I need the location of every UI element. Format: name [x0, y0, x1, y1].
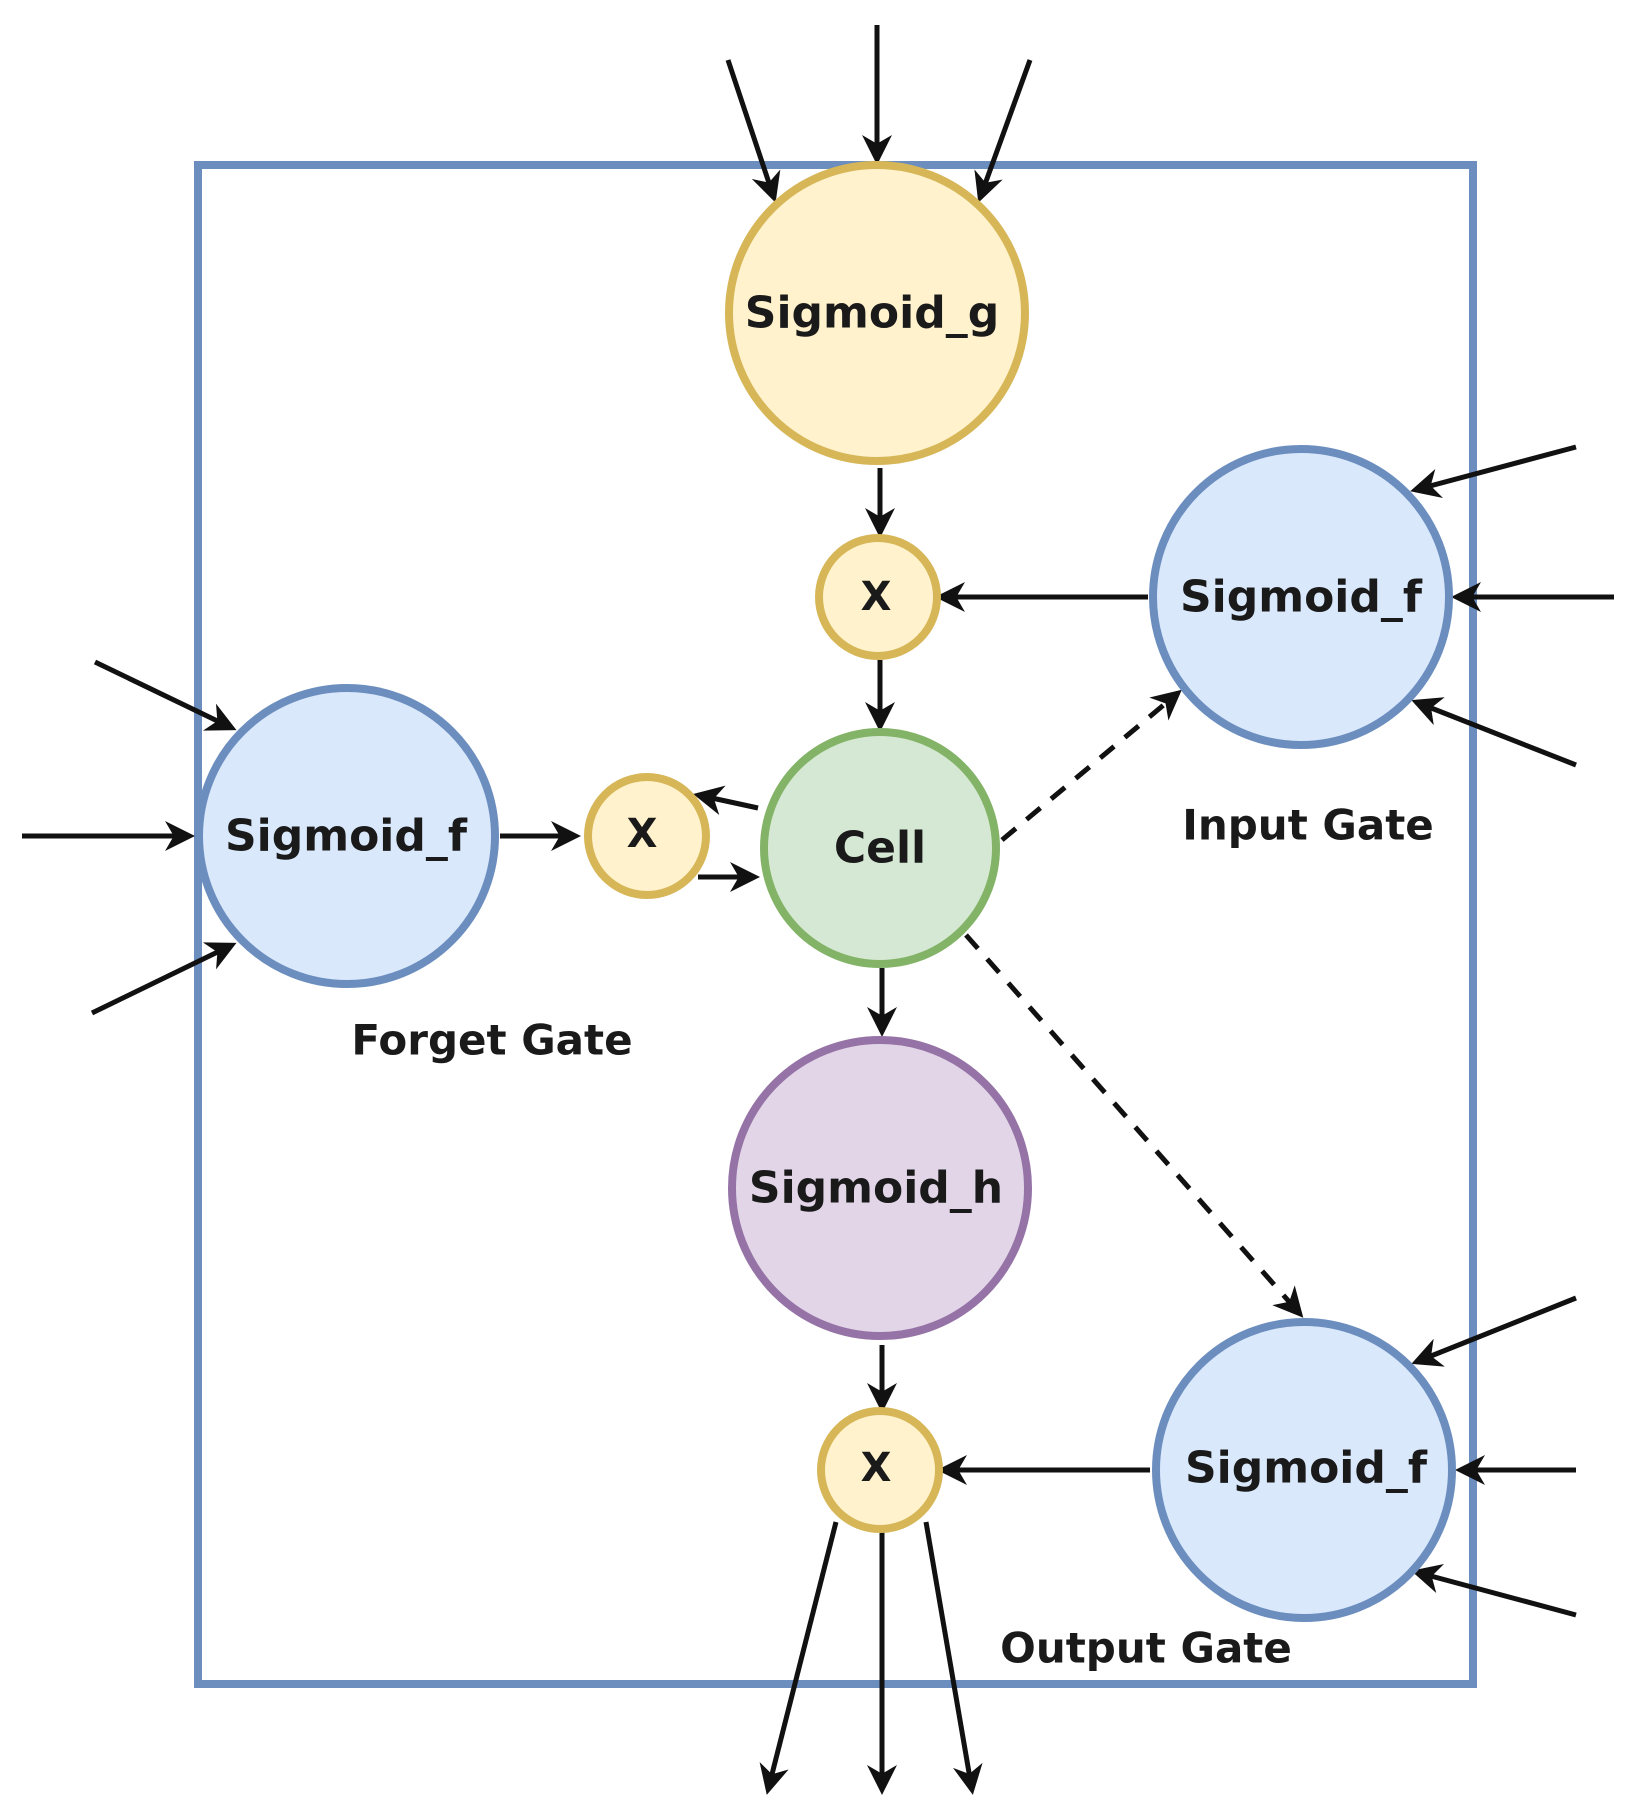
mult-bottom-label: X	[861, 1445, 892, 1491]
forget-gate-circle	[195, 684, 499, 988]
input-arrow-input-gate-bottom	[1411, 697, 1577, 768]
mult-left-label: X	[627, 811, 658, 857]
cell-to-input-gate-arrow	[1000, 689, 1182, 842]
input-arrow-output-gate-top	[1411, 1295, 1577, 1367]
output-arrow-right	[923, 1521, 983, 1795]
input-gate-sigmoid-label: Sigmoid_f	[1180, 572, 1423, 623]
mult-top-label: X	[861, 574, 892, 620]
mult-left-circle	[584, 773, 710, 899]
mult-top-circle	[815, 534, 941, 660]
output-gate-node: Sigmoid_f	[1152, 1318, 1456, 1622]
input-arrow-input-gate-top	[1410, 444, 1577, 499]
mult-bottom-node: X	[817, 1407, 943, 1533]
mult-bottom-circle	[817, 1407, 943, 1533]
sigmoid-g-node: Sigmoid_g	[725, 161, 1029, 465]
forget-gate-label: Forget Gate	[351, 1016, 632, 1065]
output-arrow-left	[759, 1521, 839, 1795]
input-arrow-sigmoid-g-right	[974, 59, 1033, 203]
input-gate-circle	[1149, 445, 1453, 749]
cell-circle	[760, 728, 1000, 968]
mult-left-node: X	[584, 773, 710, 899]
mult-top-node: X	[815, 534, 941, 660]
output-gate-sigmoid-label: Sigmoid_f	[1185, 1443, 1428, 1494]
cell-to-output-gate-arrow	[964, 933, 1304, 1318]
input-arrow-forget-gate-bottom	[90, 942, 237, 1016]
sigmoid-g-label: Sigmoid_g	[745, 288, 999, 339]
lstm-block-frame	[194, 161, 1477, 1688]
sigmoid-h-label: Sigmoid_h	[749, 1163, 1003, 1214]
input-arrow-output-gate-bottom	[1411, 1564, 1577, 1618]
input-arrow-sigmoid-g-left	[725, 59, 781, 203]
cell-node: Cell	[760, 728, 1000, 968]
sigmoid-h-circle	[728, 1036, 1032, 1340]
input-gate-node: Sigmoid_f	[1149, 445, 1453, 749]
forget-gate-node: Sigmoid_f	[195, 684, 499, 988]
input-arrow-forget-gate-top	[93, 659, 237, 731]
sigmoid-h-node: Sigmoid_h	[728, 1036, 1032, 1340]
sigmoid-g-circle	[725, 161, 1029, 465]
forget-gate-sigmoid-label: Sigmoid_f	[225, 811, 468, 862]
cell-label: Cell	[834, 823, 926, 874]
input-gate-label: Input Gate	[1182, 801, 1434, 850]
output-gate-circle	[1152, 1318, 1456, 1622]
cell-to-mult-left-arrow	[693, 785, 759, 815]
output-gate-label: Output Gate	[1000, 1624, 1292, 1673]
